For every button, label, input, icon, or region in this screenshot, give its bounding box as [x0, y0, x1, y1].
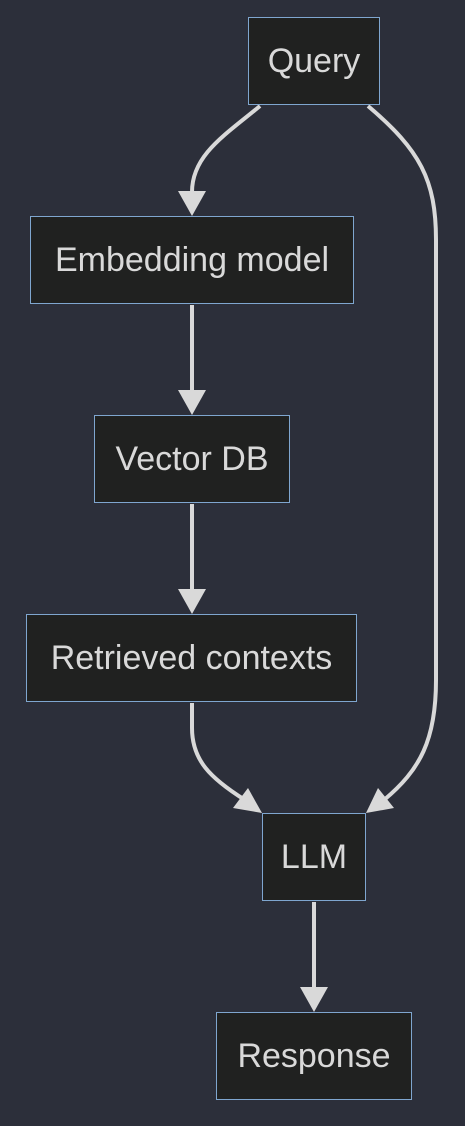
- node-query: Query: [248, 17, 380, 105]
- node-response-label: Response: [237, 1036, 391, 1075]
- arrowhead-llm-left: [233, 788, 262, 813]
- node-llm-label: LLM: [280, 837, 348, 876]
- arrowhead-response: [300, 987, 328, 1012]
- node-vector-db: Vector DB: [94, 415, 290, 503]
- node-vector-db-label: Vector DB: [115, 439, 269, 478]
- arrowhead-retrieved-contexts: [178, 589, 206, 614]
- arrowhead-embedding-model: [178, 191, 206, 216]
- edge-retrieved-contexts-to-llm: [190, 703, 247, 802]
- node-embedding-model: Embedding model: [30, 216, 354, 304]
- edge-query-to-embedding-model: [190, 104, 262, 198]
- node-embedding-model-label: Embedding model: [54, 240, 330, 279]
- node-response: Response: [216, 1012, 412, 1100]
- node-retrieved-contexts: Retrieved contexts: [26, 614, 357, 702]
- node-llm: LLM: [262, 813, 366, 901]
- edge-query-to-llm: [366, 104, 438, 802]
- node-query-label: Query: [267, 41, 361, 80]
- arrowhead-llm-right: [366, 788, 394, 813]
- arrowhead-vector-db: [178, 390, 206, 415]
- node-retrieved-contexts-label: Retrieved contexts: [50, 638, 333, 677]
